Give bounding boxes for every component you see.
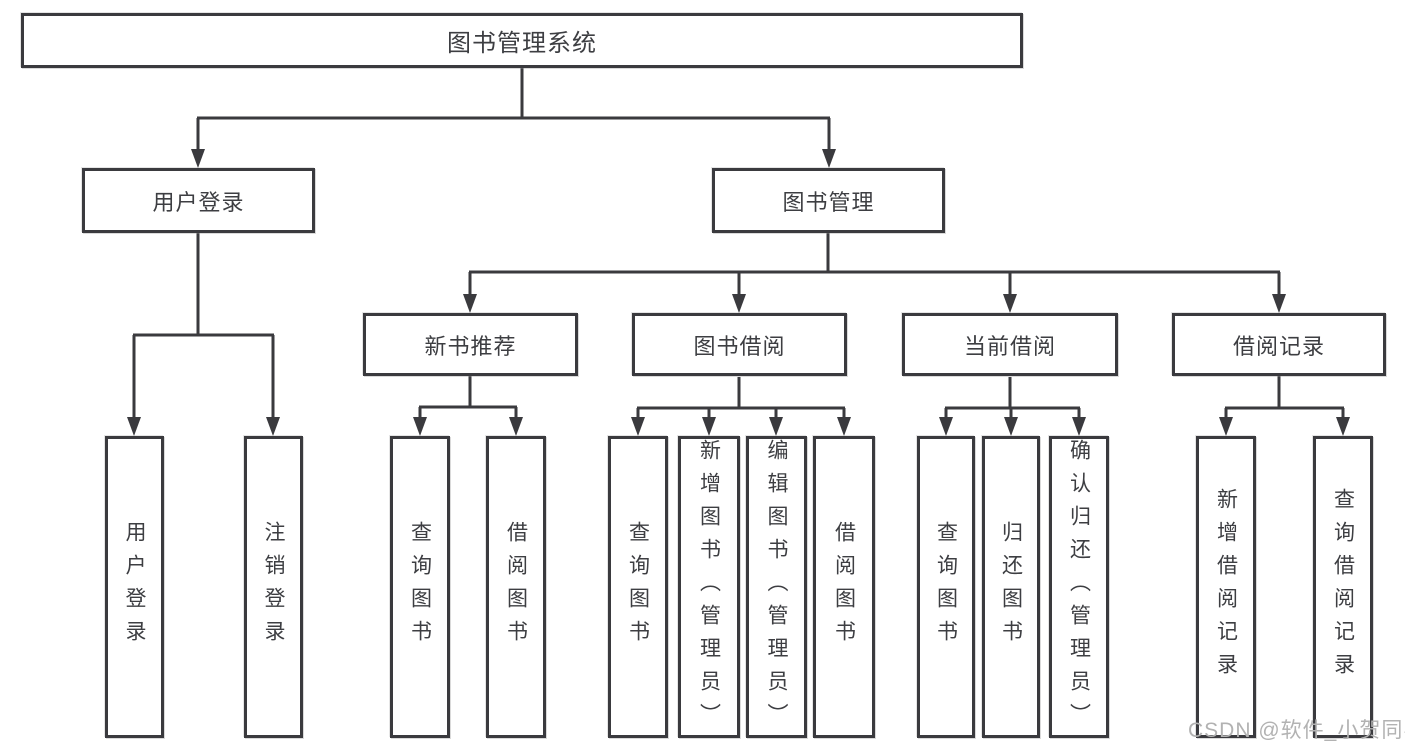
leaf-query-borrow-record: 查询借阅记录 xyxy=(1313,436,1373,738)
connector-newbook-to-leaves xyxy=(418,376,518,419)
leaf-logout: 注销登录 xyxy=(244,436,303,738)
node-label: 借阅图书 xyxy=(504,521,528,653)
node-label: 当前借阅 xyxy=(963,333,1056,359)
node-label: 新增借阅记录 xyxy=(1214,488,1238,686)
node-label: 查询图书 xyxy=(934,521,958,653)
connector-bookmgmt-to-level3 xyxy=(468,233,1281,295)
node-label: 借阅记录 xyxy=(1232,333,1325,359)
node-label: 编辑图书（管理员） xyxy=(765,438,788,736)
leaf-user-login: 用户登录 xyxy=(105,436,164,738)
leaf-borrow-books: 借阅图书 xyxy=(813,436,875,738)
leaf-add-book-admin: 新增图书（管理员） xyxy=(678,436,740,738)
connector-borrow-to-leaves xyxy=(636,377,846,419)
node-book-borrowing: 图书借阅 xyxy=(632,313,847,376)
node-borrowing-records: 借阅记录 xyxy=(1172,313,1386,376)
leaf-edit-book-admin: 编辑图书（管理员） xyxy=(746,436,807,738)
node-user-login-branch: 用户登录 xyxy=(82,168,315,233)
node-library-management-system: 图书管理系统 xyxy=(21,13,1023,68)
node-label: 注销登录 xyxy=(262,521,285,653)
node-label: 确认归还（管理员） xyxy=(1067,438,1091,736)
arrowheads-userlogin-leaves xyxy=(127,417,280,436)
leaf-query-books-borrow: 查询图书 xyxy=(608,436,668,738)
leaf-return-books: 归还图书 xyxy=(982,436,1040,738)
node-current-borrowing: 当前借阅 xyxy=(902,313,1118,376)
arrowheads-current-leaves xyxy=(939,417,1086,436)
connector-current-to-leaves xyxy=(944,377,1081,419)
node-label: 图书借阅 xyxy=(693,333,786,359)
node-label: 用户登录 xyxy=(123,521,146,653)
csdn-watermark: CSDN @软件_小贺同学 xyxy=(1188,719,1405,742)
connector-root-to-level2 xyxy=(196,68,831,151)
node-label: 归还图书 xyxy=(999,521,1023,653)
node-label: 查询图书 xyxy=(408,521,432,653)
leaf-add-borrow-record: 新增借阅记录 xyxy=(1196,436,1256,738)
node-label: 新书推荐 xyxy=(424,333,517,359)
node-label: 用户登录 xyxy=(152,189,245,215)
arrowheads-newbook-leaves xyxy=(413,417,523,436)
leaf-borrow-books-recommend: 借阅图书 xyxy=(486,436,546,738)
arrowheads-record-leaves xyxy=(1219,417,1350,436)
connector-record-to-leaves xyxy=(1224,376,1345,419)
node-book-management-branch: 图书管理 xyxy=(712,168,945,233)
node-label: 新增图书（管理员） xyxy=(697,438,721,736)
arrowheads-level3 xyxy=(463,294,1286,313)
leaf-query-books-recommend: 查询图书 xyxy=(390,436,450,738)
leaf-confirm-return-admin: 确认归还（管理员） xyxy=(1049,436,1109,738)
node-new-book-recommendation: 新书推荐 xyxy=(363,313,578,376)
node-label: 查询借阅记录 xyxy=(1331,488,1355,686)
node-label: 图书管理 xyxy=(782,189,875,215)
node-label: 借阅图书 xyxy=(832,521,856,653)
node-label: 图书管理系统 xyxy=(447,30,597,57)
arrowheads-level2 xyxy=(191,149,836,168)
connector-userlogin-to-leaves xyxy=(132,233,275,419)
arrowheads-borrow-leaves xyxy=(631,417,851,436)
node-label: 查询图书 xyxy=(626,521,650,653)
leaf-query-books-current: 查询图书 xyxy=(917,436,975,738)
